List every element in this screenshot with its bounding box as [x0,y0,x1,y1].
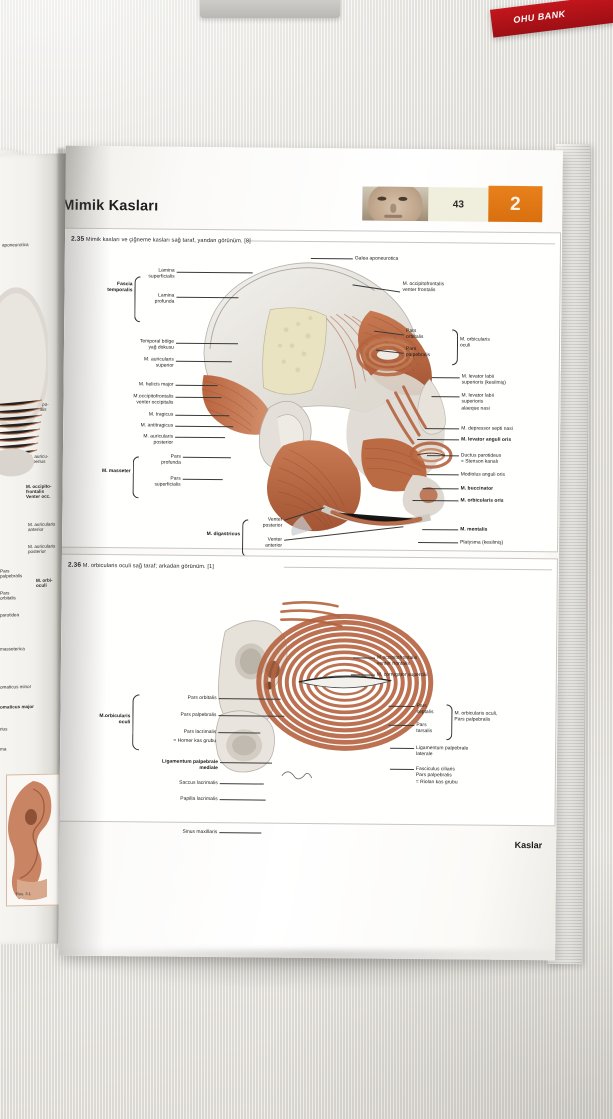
left-page-label: parotidea [0,612,20,618]
label-pars-superficialis: Pars superficialis [154,476,181,489]
left-page-illustration [0,287,48,477]
label-papilla-lacrimalis: Papilla lacrimalis [180,796,218,803]
page-number-box: 43 [428,187,489,222]
label-pars-profunda: Pars profunda [161,454,181,467]
label-m-digastricus: M. digastricus [206,532,241,538]
label-lamina-profunda: Lamina profunda [154,293,175,306]
label-m-depressor-septi-nasi: M. depressor septi nasi [461,426,513,432]
label-m-auricularis-superior: M. auricularis superior [144,357,174,370]
page-number: 43 [452,198,464,210]
thumbnail-eye-left [377,196,387,201]
brace-orbicularis-oculi-235 [451,329,459,366]
label-temporal-fat-pad: Temporal bölge yağ dokusu [139,339,175,352]
label-venter-anterior: Venter anterior [265,537,283,550]
label-venter-posterior: Venter posterior [262,517,283,530]
label-m-levator-labii-alaeque-nasi: M. levator labii superioris alaeque nasi [461,393,494,412]
label-m-helicis-major: M. helicis major [138,382,174,388]
thumbnail-nose [390,203,397,213]
figure-2-35-number: 2.35 [70,235,85,243]
left-page-label: rius [0,726,8,732]
chapter-tab: 2 [488,185,543,223]
label-m-occipitofrontalis-frontal: M. occipitofrontalis venter frontalis [402,281,445,294]
label-m-mentalis: M. mentalis [460,527,488,533]
label-pars-palpebralis-236: Pars palpebralis [180,712,217,719]
left-page-label: omaticus major [0,703,34,710]
label-m-levator-anguli-oris: M. levator anguli oris [461,437,512,443]
label-m-orbicularis-oris: M. orbicularis oris [460,498,504,504]
book-shadow [40,950,580,990]
label-modiolus-anguli-oris: Modiolus anguli oris [460,472,506,478]
label-m-occipitofrontalis-frontal-236: M.occipitofrontalis venter frontalis [376,655,418,668]
label-pars-palpebralis-235: Pars palpebralis [405,346,431,359]
label-m-antitragicus: M. antitragicus [140,423,174,429]
open-book: aponeurotica M. tempo- parietalis M. aur… [0,143,613,970]
label-m-orbicularis-oculi-236: M.orbicularis oculi [99,713,131,726]
figure-2-35-illustration [201,262,453,536]
label-ligamentum-palpebrale-laterale: Ligamentum palpebrale laterale [416,746,469,758]
figure-2-36-caption-text: M. orbicularis oculi sağ taraf; arkadan … [82,562,214,571]
brace-pars-palpebralis [446,704,453,741]
label-pars-lacrimalis: Pars lacrimalis [183,729,217,736]
label-horner-muscle-group: = Horner kas grubu [173,738,217,745]
left-page-label: Pars orbitalis [0,590,16,601]
label-m-masseter: M. masseter [101,468,131,475]
label-m-orbicularis-oculi-pars-palpebralis: M. orbicularis oculi, Pars palpebralis [454,711,498,724]
left-page-thumbnail-figure [6,773,60,907]
label-platysma-cut: Platysma (kesilmiş) [460,540,504,546]
left-page-label: masseterica [0,646,25,652]
left-page-thumbnail-caption: Res. 3.1 [16,891,31,897]
left-page: aponeurotica M. tempo- parietalis M. aur… [0,153,66,945]
label-ligamentum-palpebrale-mediale: Ligamentum palpebrale mediale [162,759,219,772]
label-m-orbicularis-oculi-235: M. orbicularis oculi [459,337,490,349]
brace-orbicularis-oculi-236 [132,694,140,751]
leader-line [219,832,262,834]
label-m-levator-labii-cut: M. levator labii superioris (kesilmiş) [461,374,506,387]
label-pars-tarsalis: Pars tarsalis [416,723,433,735]
label-m-tragicus: M. tragicus [148,412,174,418]
page-title: Mimik Kasları [62,197,159,215]
chapter-thumbnail-photo [362,186,429,222]
left-page-label: M. orbi- oculi [36,577,53,588]
label-pars-orbitalis-236: Pars orbitalis [187,695,217,702]
thumbnail-illustration [8,781,52,901]
thumbnail-eye-right [398,196,408,201]
chapter-number: 2 [509,193,521,215]
label-pars-septalis: Pars septalis [416,704,434,716]
figure-2-36-number: 2.36 [67,561,82,569]
label-fascia-temporalis: Fascia temporalis [107,282,133,294]
background-device [200,0,340,18]
label-lamina-superficialis: Lamina superficialis [148,268,175,281]
left-page-label: omaticus minor [0,684,32,690]
footer-label: Kaslar [514,839,543,851]
label-sinus-maxillaris: Sinus maxillaris [182,829,218,836]
label-galea-aponeurotica: Galea aponeurotica [354,256,399,262]
figure-2-36-illustration [215,601,434,780]
label-ductus-parotideus: Ductus parotideus = Stenson kanalı [460,453,502,466]
label-pars-orbitalis-235: Pars orbitalis [406,328,424,341]
left-page-label: aponeurotica [2,242,29,248]
right-page: 43 2 Mimik Kasları 2.35 Mimik kasları ve… [58,145,563,961]
label-saccus-lacrimalis: Saccus lacrimalis [179,780,218,787]
left-page-label: ma [0,746,7,752]
label-m-auricularis-posterior: M. auricularis posterior [143,434,174,447]
thumbnail-mouth [384,214,403,218]
label-fasciculus-ciliaris: Fasciculus ciliaris Pars palpebralis = R… [415,767,458,786]
left-page-label: Pars palpebralis [0,568,23,579]
figure-2-36-caption: 2.36 M. orbicularis oculi sağ taraf; ark… [68,562,214,570]
label-m-buccinator: M. buccinator [460,486,494,492]
label-m-corrugator-supercilii: M. corrugator supercilii [376,672,428,679]
label-m-occipitofrontalis-occipital: M.occipitofrontalis venter occipitalis [133,394,174,407]
